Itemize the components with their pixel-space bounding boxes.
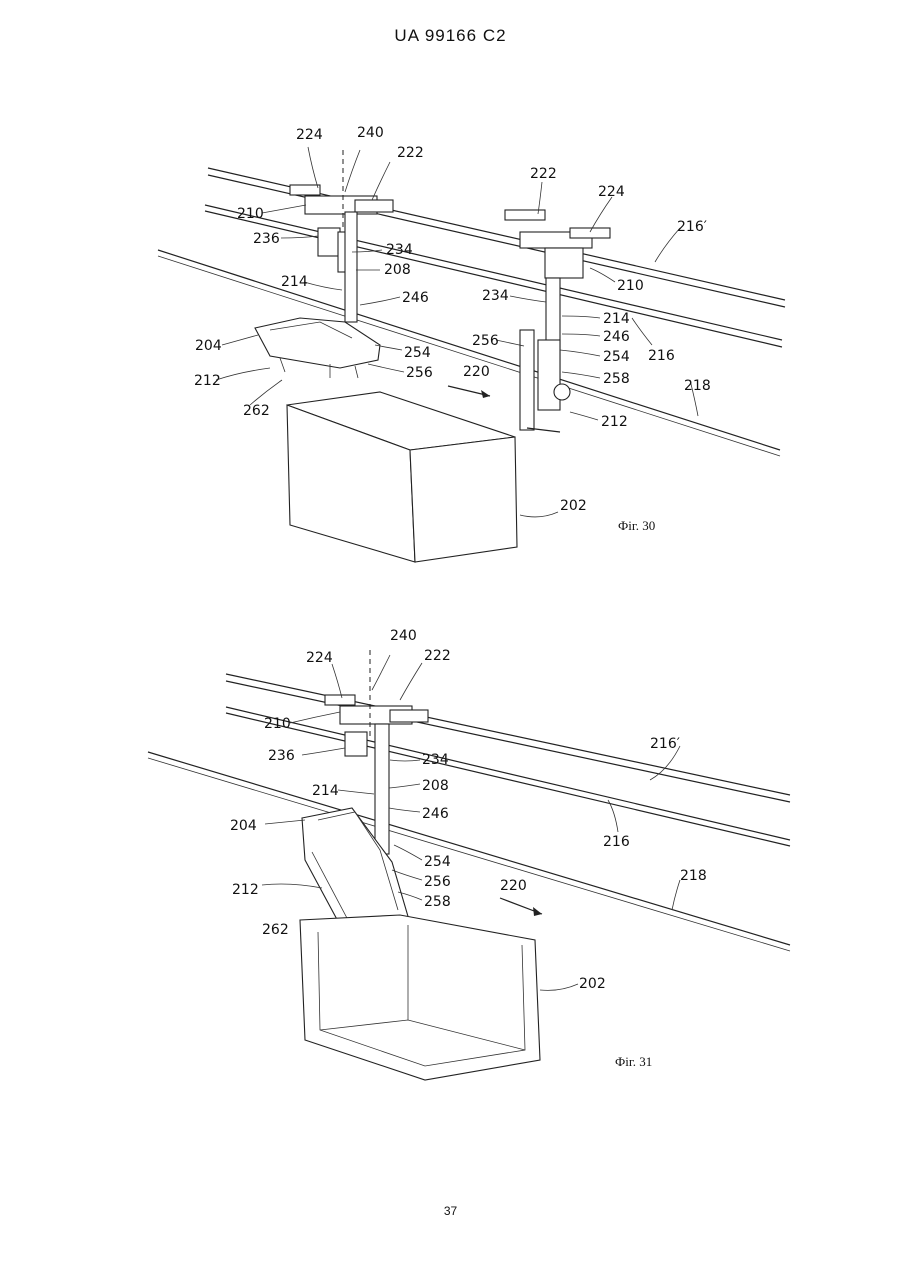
rail-216-prime [226,674,790,802]
arrow-220 [448,386,490,398]
label-224-right: 224 [598,184,625,200]
figure-30-caption: Фіг. 30 [618,518,655,533]
label-212: 212 [194,373,221,389]
label-246: 246 [402,290,429,306]
label-256-right: 256 [472,333,499,349]
label-254-right: 254 [603,349,630,365]
figure-30-drawing: 224 240 222 210 236 234 208 214 246 204 … [0,110,901,580]
label-216: 216 [648,348,675,364]
label-216-prime: 216′ [677,219,707,235]
label-222: 222 [397,145,424,161]
label-258: 258 [603,371,630,387]
page-number: 37 [0,1204,901,1218]
label-210-right: 210 [617,278,644,294]
label-214: 214 [281,274,308,290]
label-218: 218 [680,868,707,884]
carriage-right [505,210,610,432]
container-202 [300,915,540,1080]
label-212: 212 [232,882,259,898]
label-258: 258 [424,894,451,910]
label-246-right: 246 [603,329,630,345]
label-218: 218 [684,378,711,394]
label-208: 208 [422,778,449,794]
label-204: 204 [195,338,222,354]
label-210: 210 [264,716,291,732]
container-202 [287,392,517,562]
label-212-right: 212 [601,414,628,430]
label-240: 240 [390,628,417,644]
label-216-prime: 216′ [650,736,680,752]
label-210: 210 [237,206,264,222]
label-234: 234 [386,242,413,258]
label-214: 214 [312,783,339,799]
label-256: 256 [406,365,433,381]
label-224: 224 [296,127,323,143]
label-216: 216 [603,834,630,850]
label-202: 202 [579,976,606,992]
label-234: 234 [422,752,449,768]
label-220: 220 [463,364,490,380]
label-204: 204 [230,818,257,834]
label-220: 220 [500,878,527,894]
label-254: 254 [404,345,431,361]
figure-31-drawing: 240 224 222 210 236 234 216′ 214 208 246… [0,620,901,1090]
label-256: 256 [424,874,451,890]
arrow-220 [500,898,542,916]
label-254: 254 [424,854,451,870]
label-234-right: 234 [482,288,509,304]
label-236: 236 [268,748,295,764]
label-202: 202 [560,498,587,514]
carriage-left [290,150,393,322]
document-id: UA 99166 C2 [0,26,901,46]
label-262: 262 [243,403,270,419]
label-222-right: 222 [530,166,557,182]
label-262: 262 [262,922,289,938]
label-240: 240 [357,125,384,141]
figure-31-caption: Фіг. 31 [615,1054,652,1069]
label-222: 222 [424,648,451,664]
label-208: 208 [384,262,411,278]
label-236: 236 [253,231,280,247]
car-body-204 [255,318,380,378]
label-246: 246 [422,806,449,822]
label-224: 224 [306,650,333,666]
label-214-right: 214 [603,311,630,327]
